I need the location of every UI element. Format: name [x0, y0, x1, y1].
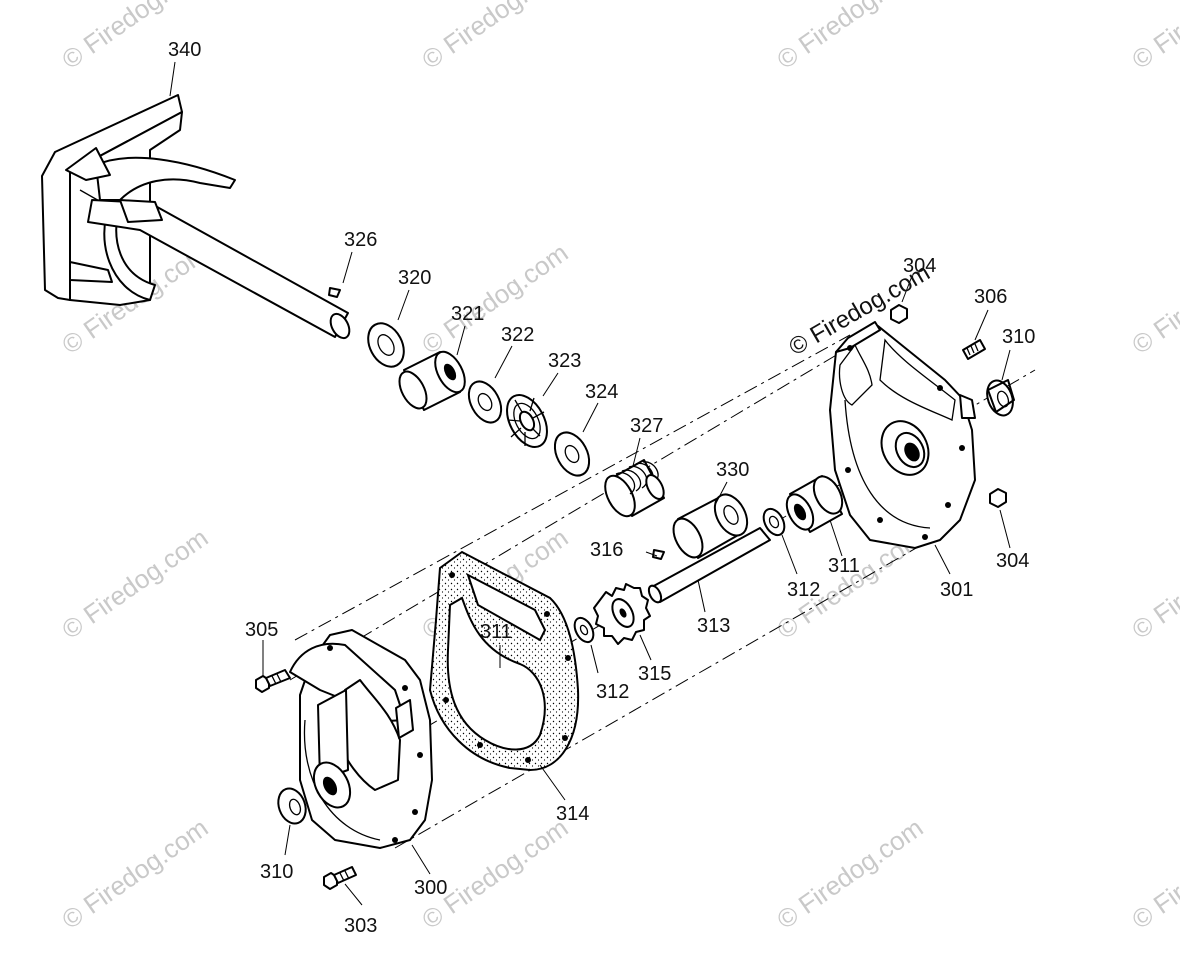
part-label-305: 305 [245, 619, 278, 641]
gearbox-half-301 [829, 321, 976, 549]
bolt-305 [255, 669, 291, 693]
watermark: © Firedog.com [56, 522, 213, 645]
watermark: © Firedog.com [1126, 522, 1180, 645]
set-screw-306 [962, 339, 986, 360]
leader-lines [169, 61, 1011, 906]
bushing-321 [398, 350, 466, 411]
part-label-312-upper: 312 [787, 579, 820, 601]
nut-304-upper [890, 304, 908, 324]
watermark: © Firedog.com [416, 0, 573, 75]
watermark-layer: © Firedog.com © Firedog.com © Firedog.co… [56, 0, 1180, 935]
watermark: © Firedog.com [1126, 237, 1180, 360]
spacer-330 [672, 493, 749, 559]
part-label-321: 321 [451, 303, 484, 325]
bushing-310-left [277, 787, 307, 825]
part-label-326: 326 [344, 229, 377, 251]
part-label-304-lower: 304 [996, 550, 1029, 572]
bearing-311-upper [785, 475, 844, 533]
washer-312-lower [573, 616, 595, 644]
part-label-322: 322 [501, 324, 534, 346]
gear-315 [593, 583, 651, 645]
washer-324 [553, 431, 591, 477]
part-labels: 340 326 320 321 322 323 324 327 330 316 … [168, 39, 1035, 937]
washer-320 [367, 322, 405, 368]
part-label-324: 324 [585, 381, 618, 403]
thrust-bearing-323 [506, 394, 548, 448]
part-label-315: 315 [638, 663, 671, 685]
part-label-340: 340 [168, 39, 201, 61]
part-label-306: 306 [974, 286, 1007, 308]
watermark: © Firedog.com [56, 812, 213, 935]
part-label-314: 314 [556, 803, 589, 825]
part-label-300: 300 [414, 877, 447, 899]
part-label-330: 330 [716, 459, 749, 481]
watermark: © Firedog.com [416, 237, 573, 360]
nut-304-lower [989, 488, 1007, 508]
impeller-assembly-340 [41, 94, 351, 340]
watermark: © Firedog.com [56, 0, 213, 75]
watermark: © Firedog.com [1126, 812, 1180, 935]
part-label-310-left: 310 [260, 861, 293, 883]
part-label-320: 320 [398, 267, 431, 289]
part-label-327: 327 [630, 415, 663, 437]
gearbox-half-300 [289, 629, 433, 849]
shaft-313 [647, 527, 771, 604]
part-label-311-upper: 311 [828, 555, 860, 577]
part-label-304-upper: 304 [903, 255, 936, 277]
watermark: © Firedog.com [416, 812, 573, 935]
part-label-312-lower: 312 [596, 681, 629, 703]
part-label-316: 316 [590, 539, 623, 561]
part-label-323: 323 [548, 350, 581, 372]
washer-322 [467, 380, 503, 424]
bushing-310-right [986, 379, 1015, 417]
watermark: © Firedog.com [1126, 0, 1180, 75]
part-label-301: 301 [940, 579, 973, 601]
bolt-303 [323, 866, 357, 890]
part-label-311-lower: 311 [480, 621, 512, 643]
key-326 [328, 287, 341, 298]
watermark: © Firedog.com [771, 812, 928, 935]
part-label-313: 313 [697, 615, 730, 637]
watermark: © Firedog.com [771, 0, 928, 75]
worm-gear-327 [604, 459, 665, 518]
gasket-314 [428, 550, 580, 772]
washer-312-upper [762, 507, 786, 537]
part-label-310-right: 310 [1002, 326, 1035, 348]
key-316 [652, 549, 665, 560]
part-label-303: 303 [344, 915, 377, 937]
